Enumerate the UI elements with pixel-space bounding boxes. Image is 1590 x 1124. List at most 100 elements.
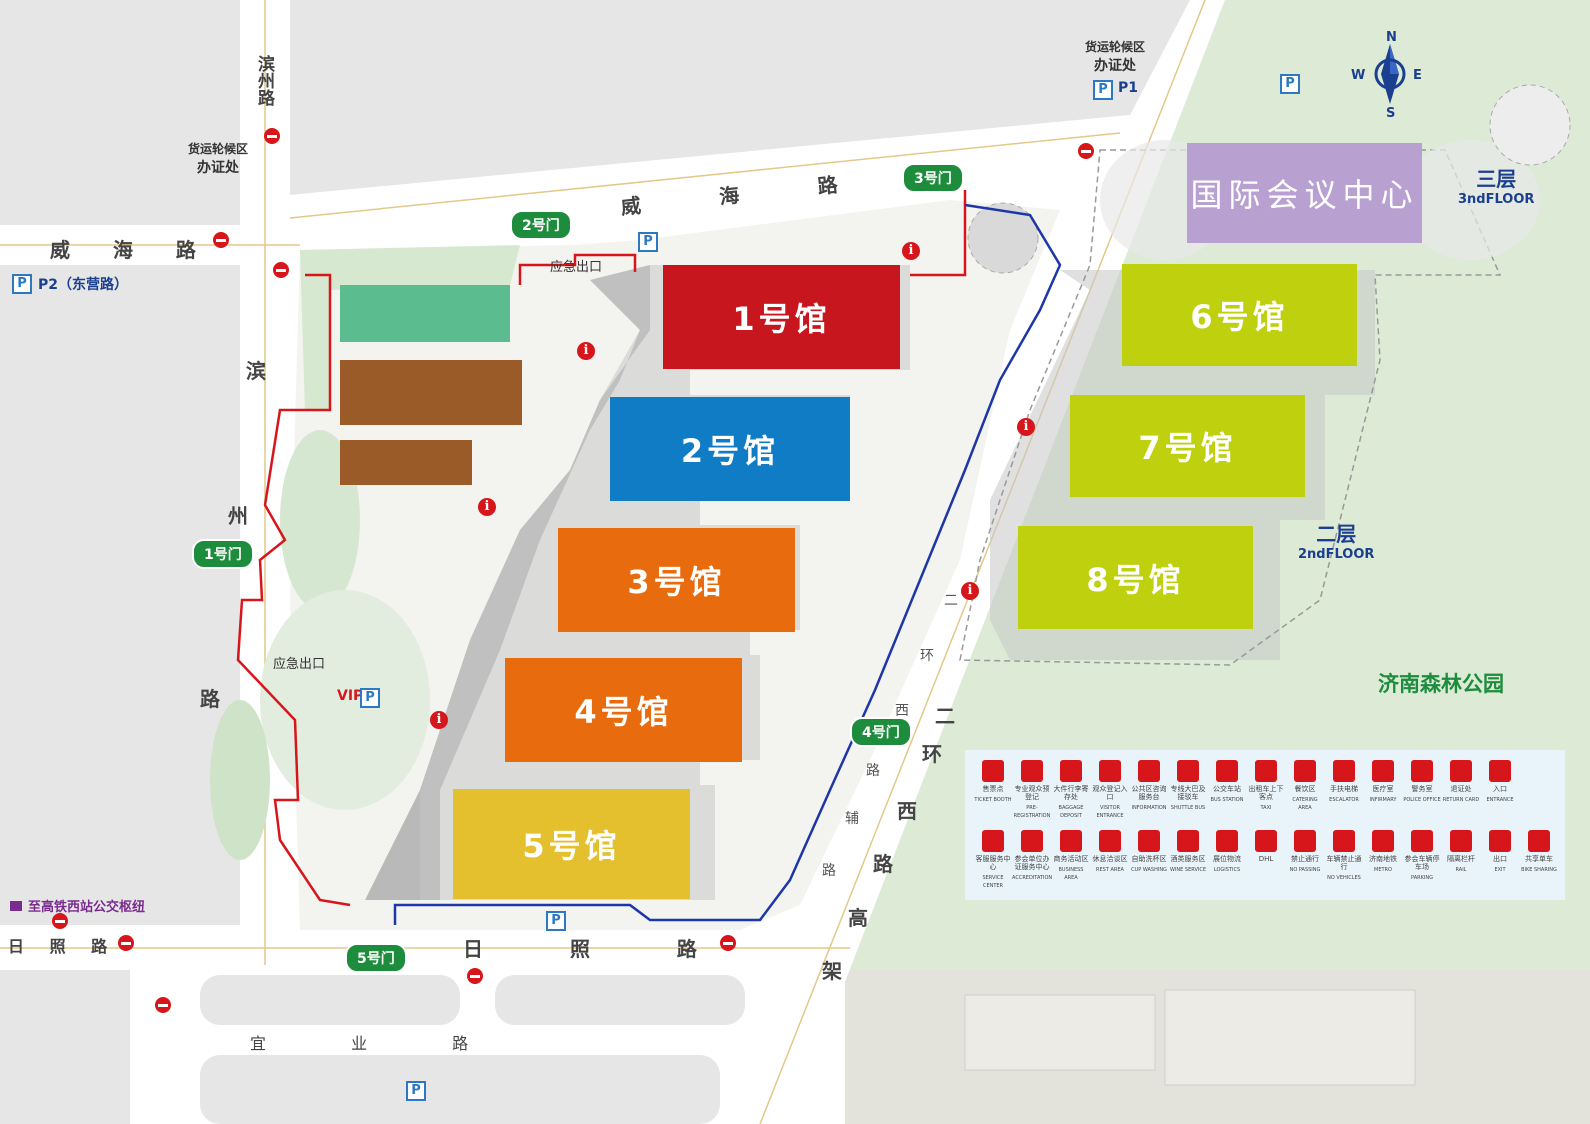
no-entry-icon (213, 232, 229, 248)
rail-hub-text: 至高铁西站公交枢纽 (28, 900, 146, 915)
parking-icon-site: P (638, 232, 658, 252)
legend-label: 医疗室 (1372, 785, 1394, 793)
erhuan-char-4: 路 (873, 852, 893, 876)
road-weihai (290, 115, 1130, 240)
no-entry-icon (118, 935, 134, 951)
road-label-binzhou-b: 州 (228, 504, 248, 528)
legend-label: 参会车辆停车场 (1404, 855, 1440, 871)
tent-area-1 (340, 360, 522, 425)
legend-label-en: NO VEHICLES (1327, 875, 1361, 881)
gate-3[interactable]: 3号门 (902, 163, 964, 193)
legend-symbol-icon (1372, 830, 1394, 852)
roundabout (967, 202, 1039, 274)
info-icon[interactable]: i (577, 342, 595, 360)
legend-label-en: METRO (1374, 867, 1392, 873)
hall-1[interactable]: 1号馆 (663, 265, 900, 369)
legend-symbol-icon (1372, 760, 1394, 782)
legend-label-en: RAIL (1455, 867, 1467, 873)
legend-label-en: LOGISTICS (1213, 867, 1241, 873)
parking-icon-south: P (546, 911, 566, 931)
legend-label: 商务活动区 (1053, 855, 1089, 863)
legend-label-en: CATERING AREA (1292, 797, 1318, 811)
hall-4[interactable]: 4号馆 (505, 658, 742, 762)
no-entry-icon (52, 913, 68, 929)
info-icon[interactable]: i (430, 711, 448, 729)
legend-label: 大件行李寄存处 (1053, 785, 1089, 801)
block-s2 (495, 975, 745, 1025)
compass-n: N (1386, 30, 1397, 45)
fulu-char-3: 西 (895, 703, 909, 719)
erhuan-char-6: 架 (822, 959, 842, 983)
gate-5[interactable]: 5号门 (345, 943, 407, 973)
legend-label: 餐饮区 (1294, 785, 1316, 793)
hall-2[interactable]: 2号馆 (610, 397, 850, 501)
hall-5[interactable]: 5号馆 (453, 789, 690, 899)
legend-symbol-icon (1021, 760, 1043, 782)
cargo-left-line-1: 货运轮候区 (188, 142, 249, 156)
gate-4[interactable]: 4号门 (850, 717, 912, 747)
gate-2[interactable]: 2号门 (510, 210, 572, 240)
legend-symbol-icon (1411, 760, 1433, 782)
compass-w: W (1351, 68, 1366, 83)
legend-item: 公交车站 BUS STATION (1207, 760, 1247, 804)
hall-3[interactable]: 3号馆 (558, 528, 795, 632)
legend-label-en: BAGGAGE DEPOSIT (1058, 805, 1084, 819)
info-icon[interactable]: i (961, 582, 979, 600)
parking-p1-label[interactable]: P1 (1118, 80, 1139, 96)
fulu-char-2: 环 (920, 648, 934, 664)
legend-label-en: ACCREDITATION (1012, 875, 1053, 881)
legend-symbol-icon (1255, 830, 1277, 852)
legend-label: DHL (1258, 855, 1274, 863)
legend-symbol-icon (982, 760, 1004, 782)
gate-1[interactable]: 1号门 (192, 539, 254, 569)
hall-7[interactable]: 7号馆 (1070, 395, 1305, 497)
fence-east (910, 190, 967, 277)
legend-label-en: RETURN CARD (1442, 797, 1480, 803)
road-label-rizhao-west: 日 照 路 (8, 937, 118, 956)
legend-label: 出口 (1493, 855, 1507, 863)
legend-symbol-icon (1489, 760, 1511, 782)
road-label-rizhao: 日 照 路 (463, 937, 737, 961)
legend-label-en: BUS STATION (1210, 797, 1244, 803)
fence-west (236, 273, 351, 907)
rail-hub-label: 至高铁西站公交枢纽 (10, 896, 145, 915)
conference-center[interactable]: 国际会议中心 (1187, 143, 1422, 243)
info-icon[interactable]: i (1017, 418, 1035, 436)
erhuan-char-5: 高 (848, 906, 868, 930)
tent-area-2 (340, 440, 472, 485)
legend-label-en: SERVICE CENTER (982, 875, 1004, 889)
legend-symbol-icon (1216, 830, 1238, 852)
compass: N S E W (1351, 30, 1425, 121)
fulu-char-4: 路 (866, 763, 880, 779)
parking-p2-label[interactable]: P2（东营路） (38, 277, 129, 293)
block-nw (0, 0, 240, 225)
legend-label-en: BUSINESS AREA (1058, 867, 1084, 881)
legend-label: 公交车站 (1213, 785, 1241, 793)
legend-symbol-icon (1138, 830, 1160, 852)
info-icon[interactable]: i (478, 498, 496, 516)
hall-8[interactable]: 8号馆 (1018, 526, 1253, 629)
info-icon[interactable]: i (902, 242, 920, 260)
legend-label-en: REST AREA (1096, 867, 1124, 873)
legend-symbol-icon (1333, 830, 1355, 852)
no-entry-icon (264, 128, 280, 144)
block-n (290, 0, 1190, 195)
road-label-weihai-west: 威 海 路 (50, 238, 214, 262)
legend-item: DHL (1246, 830, 1286, 863)
hall-6[interactable]: 6号馆 (1122, 264, 1357, 366)
